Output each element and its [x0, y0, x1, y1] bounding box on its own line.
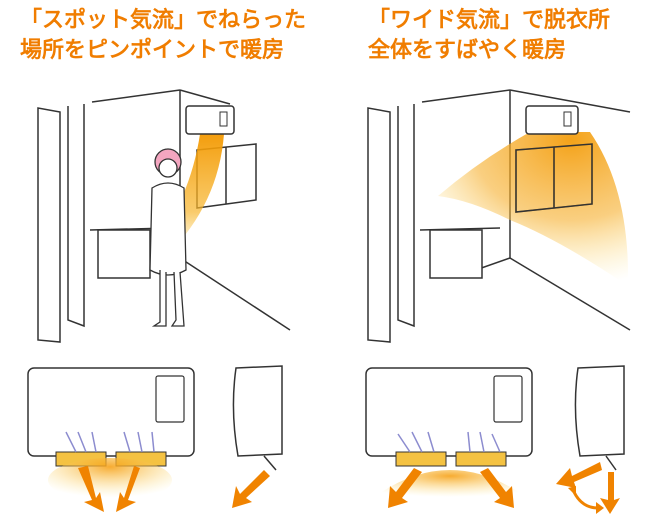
spot-airflow-illustration — [27, 89, 291, 512]
wide-caption-line2: 全体をすばやく暖房 — [368, 38, 567, 63]
arrow-icon — [388, 468, 422, 508]
door-frame — [367, 104, 415, 343]
wide-unit-front-view — [365, 367, 533, 508]
arrow-icon — [572, 491, 599, 510]
wide-unit-side-view — [556, 365, 625, 514]
door-frame — [37, 104, 85, 343]
wide-caption-line1: 「ワイド気流」で脱衣所 — [368, 8, 611, 33]
person-figure — [149, 148, 187, 327]
arrow-icon — [480, 468, 514, 508]
arrow-icon — [232, 470, 270, 508]
spot-caption-line2: 場所をピンポイントで暖房 — [20, 38, 285, 63]
spot-airflow-panel: 「スポット気流」でねらった 場所をピンポイントで暖房 — [20, 6, 306, 512]
wide-airflow-illustration — [365, 89, 631, 514]
spot-caption-line1: 「スポット気流」でねらった — [20, 8, 307, 33]
arrow-icon — [600, 472, 620, 514]
spot-airflow-caption: 「スポット気流」でねらった 場所をピンポイントで暖房 — [20, 6, 306, 66]
arrow-icon — [116, 466, 140, 512]
wall-heater — [525, 105, 579, 135]
spot-unit-front-view — [27, 367, 195, 512]
towel-rack — [419, 227, 501, 279]
wall-heater — [185, 105, 235, 135]
arrow-icon — [556, 462, 602, 488]
spot-unit-side-view — [232, 365, 283, 508]
wide-airflow-panel: 「ワイド気流」で脱衣所 全体をすばやく暖房 — [330, 0, 660, 524]
wide-airflow-caption: 「ワイド気流」で脱衣所 全体をすばやく暖房 — [368, 6, 610, 66]
wide-airflow-fan — [438, 132, 629, 286]
towel-rack — [89, 227, 171, 279]
arrow-icon — [78, 466, 104, 512]
